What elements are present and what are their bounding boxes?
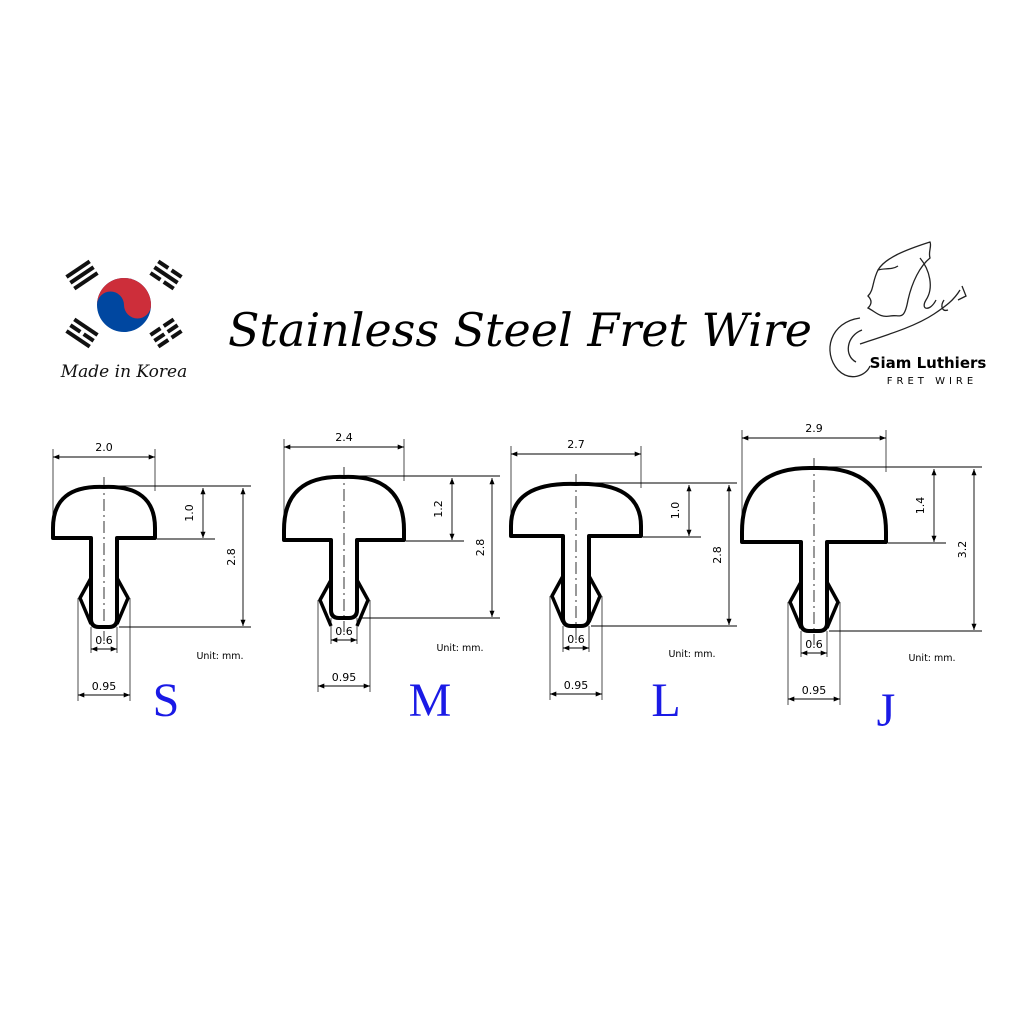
barb-width-label: 0.95 bbox=[564, 679, 589, 692]
fret-barb-right bbox=[355, 579, 370, 627]
unit-label: Unit: mm. bbox=[436, 643, 483, 654]
fret-profile-l: 2.7 1.0 2.8 0.6 0.95 Unit: mm. L bbox=[509, 438, 737, 727]
fret-profile-j: 2.9 1.4 3.2 0.6 0.95 Unit: mm. J bbox=[740, 422, 982, 737]
fret-outline bbox=[509, 481, 643, 628]
size-letter: M bbox=[409, 674, 452, 727]
tang-width-label: 0.6 bbox=[335, 625, 353, 638]
siam-luthiers-logo bbox=[829, 241, 967, 378]
barb-width-label: 0.95 bbox=[802, 684, 827, 697]
fret-outline bbox=[51, 484, 157, 629]
tang-width-label: 0.6 bbox=[95, 634, 113, 647]
unit-label: Unit: mm. bbox=[668, 649, 715, 660]
fret-barb-left bbox=[788, 581, 803, 629]
brand-subtitle: FRET WIRE bbox=[887, 376, 977, 387]
made-in-label: Made in Korea bbox=[60, 362, 187, 382]
total-height-label: 2.8 bbox=[225, 548, 238, 566]
unit-label: Unit: mm. bbox=[908, 653, 955, 664]
fret-barb-left bbox=[78, 577, 93, 625]
fret-barb-right bbox=[587, 575, 602, 623]
size-letter: J bbox=[877, 684, 896, 737]
fret-barb-right bbox=[115, 577, 130, 625]
crown-height-label: 1.2 bbox=[432, 500, 445, 518]
crown-width-label: 2.7 bbox=[567, 438, 585, 451]
fret-profile-m: 2.4 1.2 2.8 0.6 0.95 Unit: mm. M bbox=[282, 431, 500, 727]
page-title: Stainless Steel Fret Wire bbox=[228, 303, 812, 357]
barb-width-label: 0.95 bbox=[92, 680, 117, 693]
crown-height-label: 1.0 bbox=[183, 504, 196, 522]
korea-flag-icon bbox=[65, 259, 183, 349]
fret-barb-left bbox=[318, 579, 333, 627]
barb-width-label: 0.95 bbox=[332, 671, 357, 684]
crown-width-label: 2.9 bbox=[805, 422, 823, 435]
profiles-layer: 2.0 1.0 2.8 0.6 0.95 Unit: mm. S 2.4 1.2 2.8 0.6 0.… bbox=[51, 422, 982, 737]
total-height-label: 3.2 bbox=[956, 541, 969, 559]
crown-width-label: 2.4 bbox=[335, 431, 353, 444]
size-letter: S bbox=[153, 674, 180, 727]
fret-outline bbox=[740, 465, 888, 633]
tang-width-label: 0.6 bbox=[567, 633, 585, 646]
crown-width-label: 2.0 bbox=[95, 441, 113, 454]
crown-height-label: 1.0 bbox=[669, 502, 682, 520]
tang-width-label: 0.6 bbox=[805, 638, 823, 651]
fret-profile-s: 2.0 1.0 2.8 0.6 0.95 Unit: mm. S bbox=[51, 441, 251, 727]
size-letter: L bbox=[651, 674, 680, 727]
unit-label: Unit: mm. bbox=[196, 651, 243, 662]
brand-name: Siam Luthiers bbox=[870, 354, 987, 372]
fret-outline bbox=[282, 474, 406, 620]
crown-height-label: 1.4 bbox=[914, 497, 927, 515]
total-height-label: 2.8 bbox=[474, 539, 487, 557]
fret-barb-left bbox=[550, 575, 565, 623]
fret-barb-right bbox=[825, 581, 840, 629]
total-height-label: 2.8 bbox=[711, 546, 724, 564]
